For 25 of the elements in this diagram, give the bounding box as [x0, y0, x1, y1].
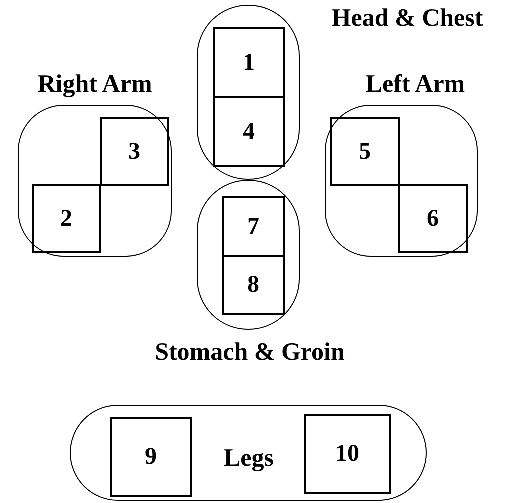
zone-box — [213, 96, 285, 167]
zone-number: 3 — [128, 140, 140, 164]
zone-box — [330, 117, 400, 186]
region-label: Left Arm — [364, 70, 466, 100]
region-label: Head & Chest — [330, 4, 484, 34]
zone-box — [213, 27, 285, 98]
zone-box — [222, 196, 285, 257]
zone-number: 8 — [248, 273, 260, 297]
region-label: Stomach & Groin — [154, 338, 346, 368]
zone-number: 2 — [60, 206, 72, 230]
zone-number: 5 — [359, 140, 371, 164]
zone-box — [304, 414, 391, 494]
zone-number: 7 — [248, 214, 260, 238]
zone-box — [32, 184, 101, 253]
zone-number: 6 — [427, 206, 439, 230]
zone-number: 9 — [145, 445, 157, 469]
zone-number: 4 — [243, 120, 255, 144]
region-label: Right Arm — [36, 70, 154, 100]
zone-box — [222, 255, 285, 315]
zone-box — [100, 117, 169, 186]
region-label: Legs — [223, 444, 275, 474]
zone-number: 10 — [336, 442, 360, 466]
zone-box — [398, 184, 468, 253]
zone-box — [110, 417, 192, 497]
zone-number: 1 — [243, 50, 255, 74]
